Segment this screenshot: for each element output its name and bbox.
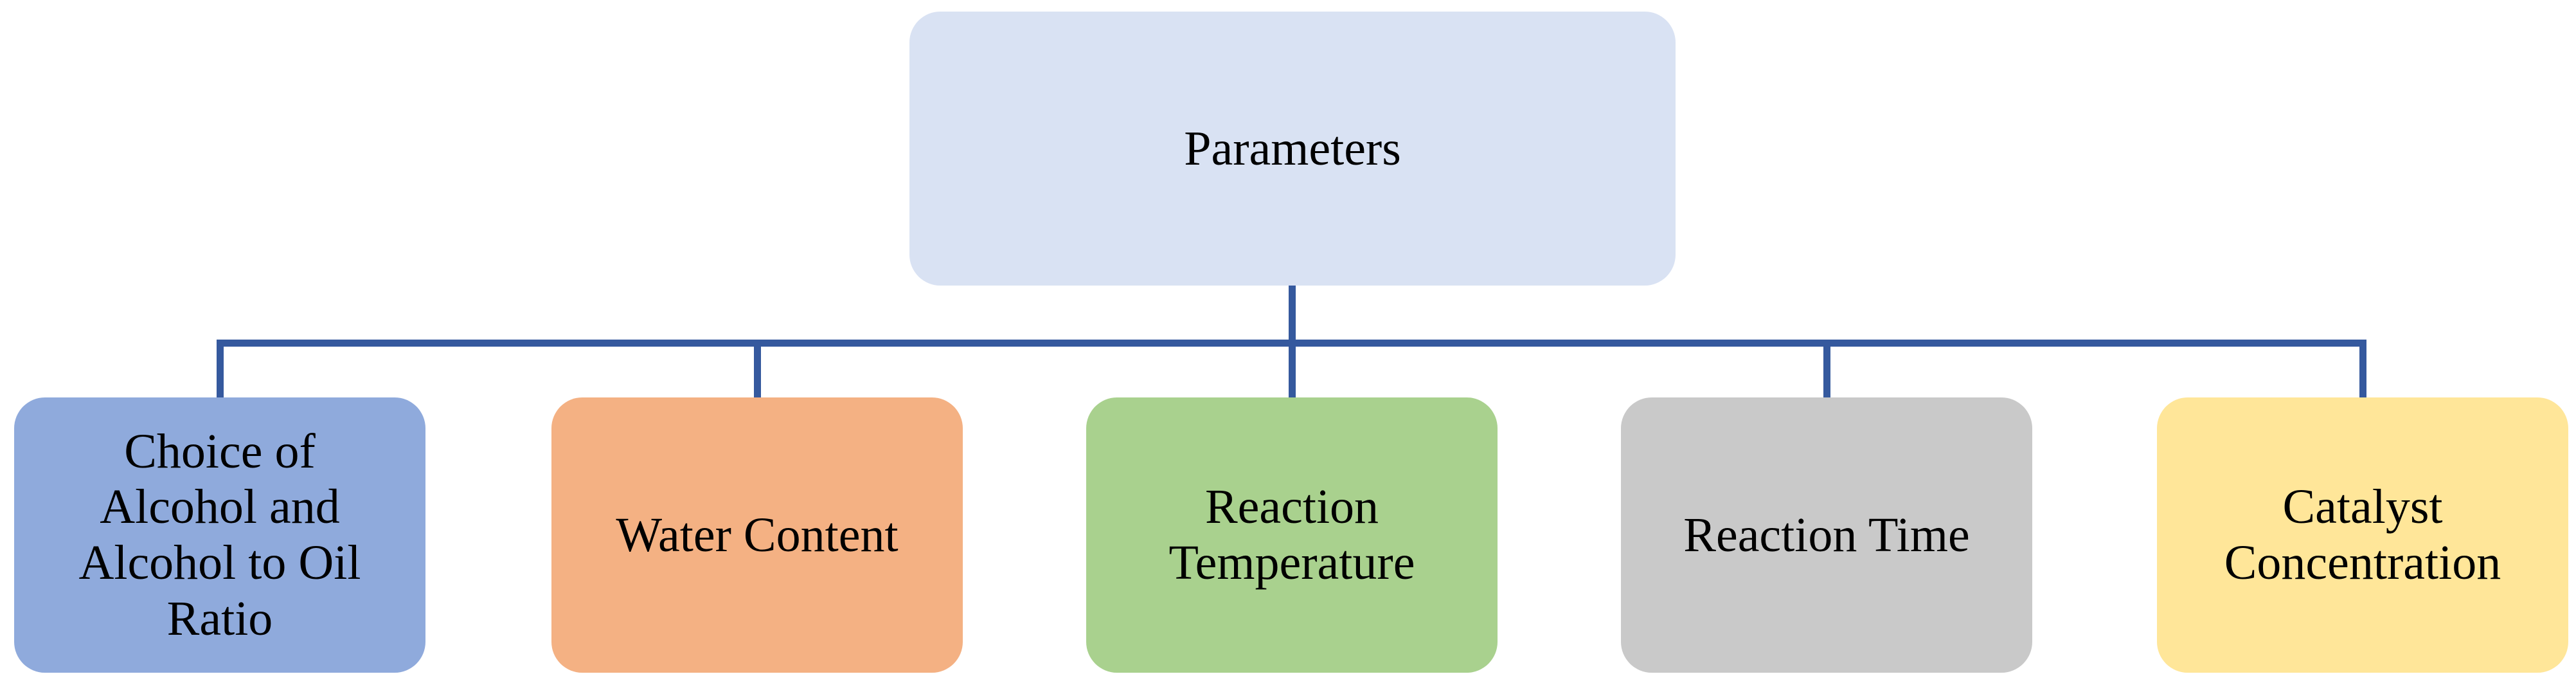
node-reaction-temperature-label: Reaction Temperature — [1168, 480, 1415, 590]
node-reaction-temperature: Reaction Temperature — [1086, 397, 1498, 673]
node-choice-of-alcohol: Choice of Alcohol and Alcohol to Oil Rat… — [14, 397, 425, 673]
node-choice-of-alcohol-label: Choice of Alcohol and Alcohol to Oil Rat… — [78, 424, 361, 646]
connector-horizontal — [217, 340, 2366, 347]
node-catalyst-concentration-label: Catalyst Concentration — [2224, 480, 2501, 590]
connector-stub-choice-of-alcohol — [217, 340, 224, 397]
node-water-content-label: Water Content — [616, 507, 899, 562]
node-parameters-label: Parameters — [1184, 121, 1401, 176]
connector-stub-catalyst-concentration — [2359, 340, 2366, 397]
node-reaction-time-label: Reaction Time — [1683, 507, 1970, 562]
node-water-content: Water Content — [551, 397, 963, 673]
node-catalyst-concentration: Catalyst Concentration — [2157, 397, 2568, 673]
connector-stub-reaction-time — [1823, 340, 1830, 397]
node-reaction-time: Reaction Time — [1621, 397, 2032, 673]
connector-stub-water-content — [754, 340, 761, 397]
node-parameters: Parameters — [909, 12, 1676, 286]
